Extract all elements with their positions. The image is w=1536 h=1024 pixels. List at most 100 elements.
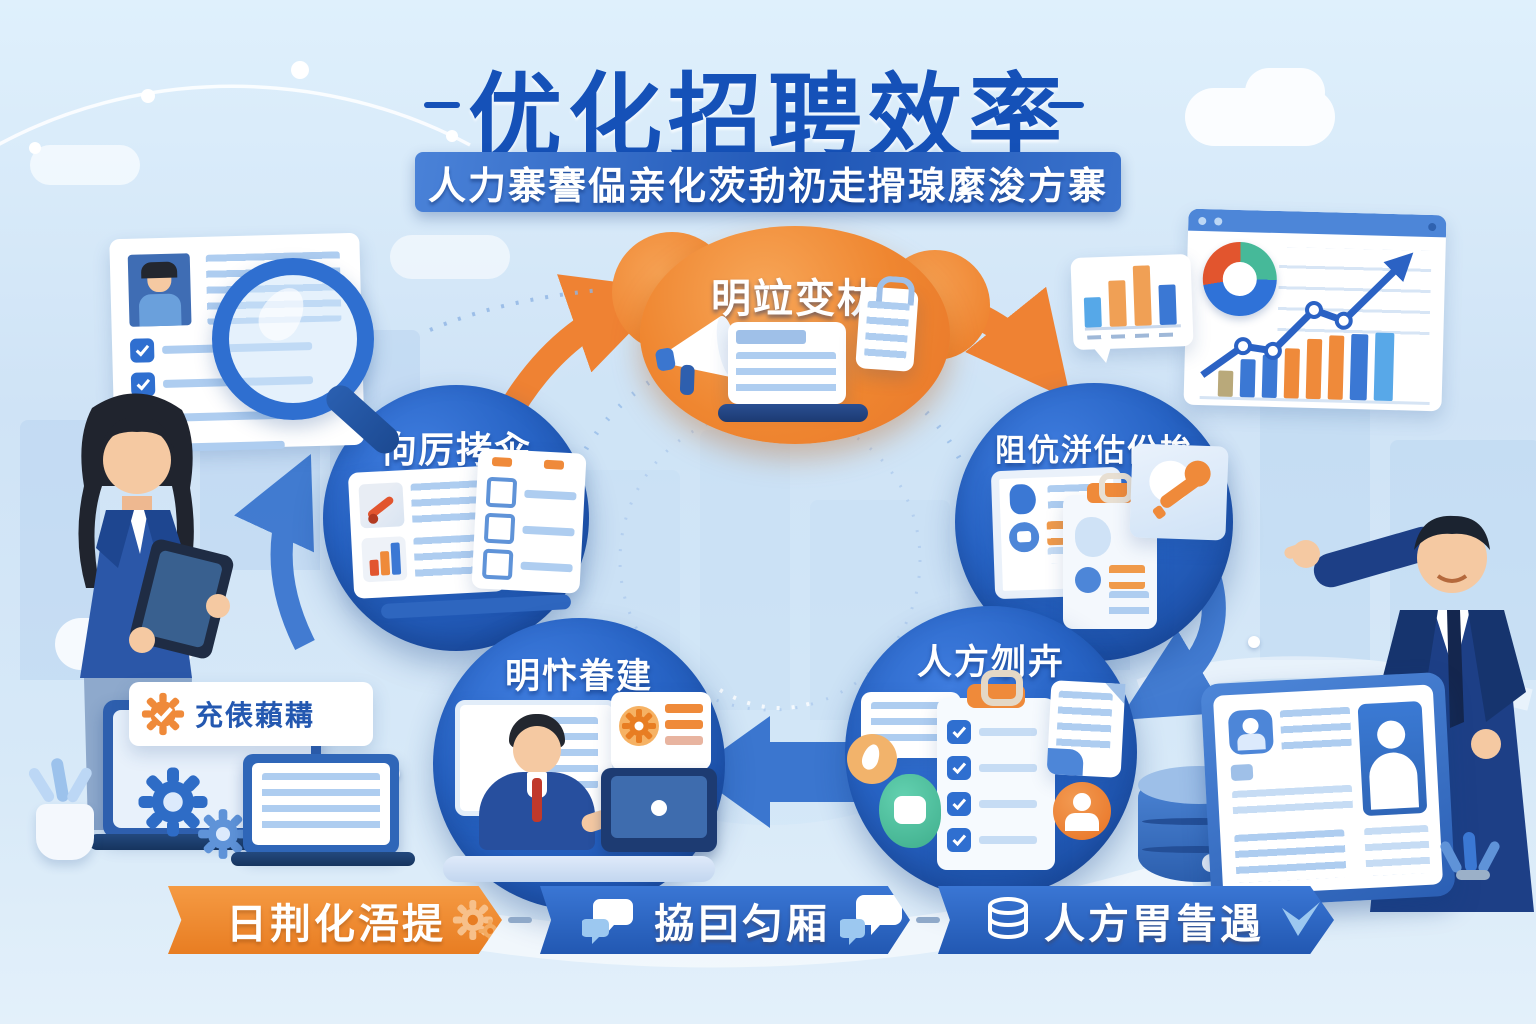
hr-woman-illustration [78,393,234,830]
person-body [1065,813,1099,831]
laptop-screen [611,776,707,838]
check-icon [947,828,971,852]
cloud [390,235,510,279]
drop-icon [859,742,883,772]
checkbox [483,512,516,545]
person-body [1236,733,1266,751]
text-line [524,489,577,501]
person-icon [1242,717,1259,735]
thumb [358,482,405,529]
check-icon [947,756,971,780]
cloud [1245,68,1325,116]
avatar [1227,708,1274,756]
banner-collaboration: 拹囙匀厢 [540,886,910,954]
bar-chart-icon [1082,262,1181,331]
tab [543,459,565,470]
analytics-dashboard-card [1183,208,1447,412]
pin-center [894,796,926,824]
document-card [1046,680,1126,778]
gear-icon [622,709,656,743]
window-dot [1198,216,1207,226]
text-line [979,764,1037,772]
pin-icon [879,774,941,848]
gear-check-icon [141,692,185,736]
window-dot [1214,217,1223,226]
database-icon [988,897,1028,940]
laptop-base [231,852,415,866]
text-line [665,720,703,729]
mini-bar [390,542,402,575]
check-icon [130,372,156,397]
fold-accent [1046,748,1084,776]
text-line [979,800,1037,808]
cloud [30,145,140,185]
text-lines [1055,690,1113,752]
tab [491,456,513,468]
mini-bar-chart-card [1070,253,1194,364]
tie [532,778,542,822]
checklist-card [471,448,587,594]
banner-connector [916,917,940,923]
checkbox [485,476,518,509]
trend-arrow-icon [1200,252,1414,378]
text-lines [1364,824,1431,877]
banner-connector [508,917,532,923]
desk [443,856,715,882]
badge-circle [619,706,659,746]
gear-icon [452,900,493,940]
gear-icon [198,809,248,859]
step-interview-management: 明忭眷建 [433,618,725,910]
blob [1075,517,1111,557]
key-card [1129,443,1229,541]
pen-tray [380,594,572,619]
automation-tool-card: 充俵藾耩 [129,682,373,746]
person-badge [1053,782,1111,840]
hair [140,261,178,279]
check-icon [947,792,971,816]
text-lines [1109,565,1145,589]
step-talent-pool: 人方刎卉 [845,606,1137,898]
network-dot [1248,636,1260,648]
gear-icon [138,767,208,837]
mini-bar [369,559,380,577]
laptop-icon [243,754,399,854]
step-label: 明竝变朸 [711,277,879,321]
checkbox [481,548,514,581]
plant-pot [26,757,100,868]
id-card-screen [1212,684,1444,896]
silhouette-panel [1357,700,1428,817]
status-screen [611,692,711,770]
bar [1132,265,1152,326]
plant-base [1456,870,1490,880]
id-card-tablet [1200,671,1456,909]
db-line [1142,818,1256,825]
text-line [665,736,703,745]
title-dash-right [1048,102,1084,108]
document-card [855,275,919,372]
bar [1158,284,1177,326]
axis-dashes [1087,332,1180,340]
person-body [1368,751,1420,810]
person-icon [1073,793,1091,811]
building-silhouette [700,430,790,710]
banner-label: 人方胃眚遇 [1044,901,1264,947]
text-line [520,561,573,573]
laptop-screen [252,763,390,845]
paint-dot [367,513,379,525]
banner-label: 日荆化浯提 [226,901,446,947]
text-lines [1231,784,1354,819]
logo-dot [651,800,667,816]
speech-bubble-icon [840,895,902,945]
building-silhouette [1260,400,1370,660]
clip-ring [981,670,1023,706]
subtitle-text: 人力寨謇偘亲化茨劧礽走搰瑔縻浚方寨 [427,165,1108,208]
clipboard-icon [937,670,1055,870]
thumb [361,536,408,583]
text-lines [736,352,836,396]
window-dot [1428,222,1437,232]
clip-ring [1099,473,1133,503]
shoulders [138,293,182,327]
db-line [1142,846,1256,853]
avatar-circle [1008,521,1040,553]
